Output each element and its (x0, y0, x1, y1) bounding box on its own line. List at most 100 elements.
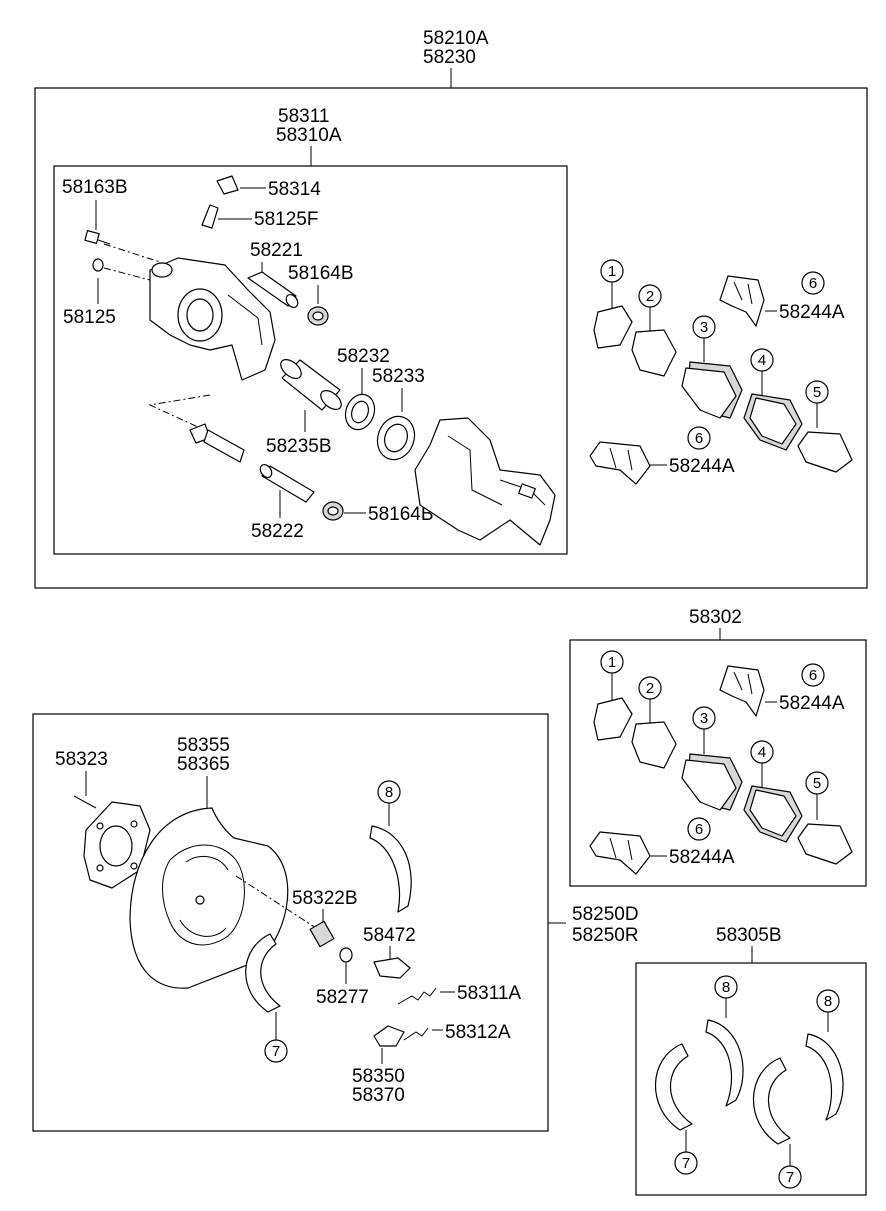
caliper-kit-label-58311[interactable]: 58311 (278, 106, 329, 127)
callout-7[interactable]: 7 (272, 1043, 280, 1060)
pad-set-58302-frame (569, 639, 867, 887)
label-58323[interactable]: 58323 (55, 749, 108, 770)
callout-6[interactable]: 6 (809, 275, 817, 292)
pad-3 (681, 361, 743, 419)
bolt-lower (189, 423, 245, 463)
clip-6-lower (589, 441, 651, 485)
boot-58164B-bottom (322, 501, 344, 521)
callout-7[interactable]: 7 (786, 1169, 794, 1186)
label-58125[interactable]: 58125 (63, 307, 116, 328)
callout-1[interactable]: 1 (608, 263, 616, 280)
shoe-8 (369, 825, 412, 913)
callout-3[interactable]: 3 (700, 710, 708, 727)
bolt-58163B (84, 230, 111, 245)
shoe-kit-group: 58305B 8 8 7 7 (635, 925, 867, 1196)
boot-58164B-top (307, 306, 329, 326)
guide-pin-58221 (247, 271, 299, 309)
label-58163B[interactable]: 58163B (62, 177, 128, 198)
seal-58232 (344, 393, 376, 431)
label-58244A-lower[interactable]: 58244A (669, 456, 735, 477)
callout-4[interactable]: 4 (758, 352, 766, 369)
lever-58472 (373, 957, 411, 979)
bleeder-58125F (201, 204, 219, 229)
caliper-kit-label-58310A[interactable]: 58310A (276, 125, 342, 146)
label-58365[interactable]: 58365 (177, 754, 230, 775)
label-58244A-lower[interactable]: 58244A (669, 847, 735, 868)
callout-6[interactable]: 6 (809, 667, 817, 684)
dust-shield-58355 (129, 807, 289, 989)
caliper-kit-group: 58311 58310A 58163B 58314 58125F 58221 5… (53, 106, 568, 555)
callout-5[interactable]: 5 (813, 384, 821, 401)
pad-4 (743, 785, 803, 843)
callout-6[interactable]: 6 (695, 821, 703, 838)
pad-3 (681, 753, 743, 811)
label-58235B[interactable]: 58235B (266, 436, 332, 457)
shim-1 (593, 697, 633, 741)
shoe-kit-title[interactable]: 58305B (716, 925, 782, 946)
label-58222[interactable]: 58222 (251, 521, 304, 542)
label-58311A[interactable]: 58311A (457, 983, 521, 1004)
shim-1 (593, 305, 633, 349)
label-58125F[interactable]: 58125F (254, 209, 318, 230)
guide-pin-58222 (259, 463, 315, 503)
pad-set-top-group: 1 2 3 4 5 6 6 58244A 58244A (589, 259, 853, 485)
label-58250R[interactable]: 58250R (572, 925, 639, 946)
shoe-7b (752, 1057, 791, 1145)
label-58312A[interactable]: 58312A (445, 1022, 511, 1043)
label-58244A-upper[interactable]: 58244A (779, 693, 845, 714)
pin-58323 (73, 795, 97, 809)
callout-7[interactable]: 7 (682, 1155, 690, 1172)
callout-6[interactable]: 6 (695, 430, 703, 447)
label-58244A-upper[interactable]: 58244A (779, 302, 845, 323)
adjuster-58350 (373, 1025, 405, 1047)
label-58314[interactable]: 58314 (268, 179, 321, 200)
shoe-7 (245, 933, 281, 1013)
washer-58125 (92, 258, 104, 272)
label-58164B-top[interactable]: 58164B (288, 263, 354, 284)
shoe-7a (654, 1043, 693, 1131)
washer-58277 (339, 947, 353, 963)
assembly-label-58230[interactable]: 58230 (423, 47, 476, 68)
label-58277[interactable]: 58277 (316, 987, 369, 1008)
label-58232[interactable]: 58232 (337, 346, 390, 367)
callout-8[interactable]: 8 (824, 993, 832, 1010)
label-58233[interactable]: 58233 (372, 366, 425, 387)
spring-58322B (309, 920, 335, 948)
callout-2[interactable]: 2 (646, 288, 654, 305)
callout-2[interactable]: 2 (646, 680, 654, 697)
label-58355[interactable]: 58355 (177, 735, 230, 756)
cap-58314 (216, 175, 239, 195)
spring-58311A (397, 987, 437, 1005)
label-58322B[interactable]: 58322B (292, 888, 358, 909)
label-58221[interactable]: 58221 (250, 240, 303, 261)
shim-2 (631, 329, 677, 377)
callout-8[interactable]: 8 (385, 784, 393, 801)
assembly-frame (34, 87, 868, 589)
label-58164B-bottom[interactable]: 58164B (368, 504, 434, 525)
assembly-label-58210A[interactable]: 58210A (423, 28, 489, 49)
callout-4[interactable]: 4 (758, 744, 766, 761)
parking-brake-group: 58250D 58250R 58323 58355 58365 8 (32, 713, 639, 1132)
parking-brake-frame (32, 713, 549, 1132)
clip-6-lower (589, 831, 651, 875)
callout-5[interactable]: 5 (813, 775, 821, 792)
label-58472[interactable]: 58472 (363, 925, 416, 946)
pad-set-58302-title[interactable]: 58302 (689, 607, 742, 628)
callout-3[interactable]: 3 (700, 319, 708, 336)
piston-58235B (280, 359, 342, 411)
shim-5 (797, 431, 853, 473)
brake-assembly-group: 58210A 58230 (34, 28, 868, 589)
shoe-kit-frame (635, 962, 867, 1196)
label-58370[interactable]: 58370 (352, 1085, 405, 1106)
caliper-kit-frame (53, 165, 568, 555)
label-58350[interactable]: 58350 (352, 1066, 405, 1087)
callout-1[interactable]: 1 (608, 654, 616, 671)
clip-6-upper (719, 665, 765, 717)
callout-8[interactable]: 8 (722, 979, 730, 996)
pad-set-58302-group: 58302 1 2 3 4 5 6 6 58244A 58244A (569, 607, 867, 887)
shim-5 (797, 823, 853, 865)
shoe-8b (805, 1033, 844, 1121)
label-58250D[interactable]: 58250D (572, 904, 639, 925)
caliper-housing (149, 257, 276, 381)
